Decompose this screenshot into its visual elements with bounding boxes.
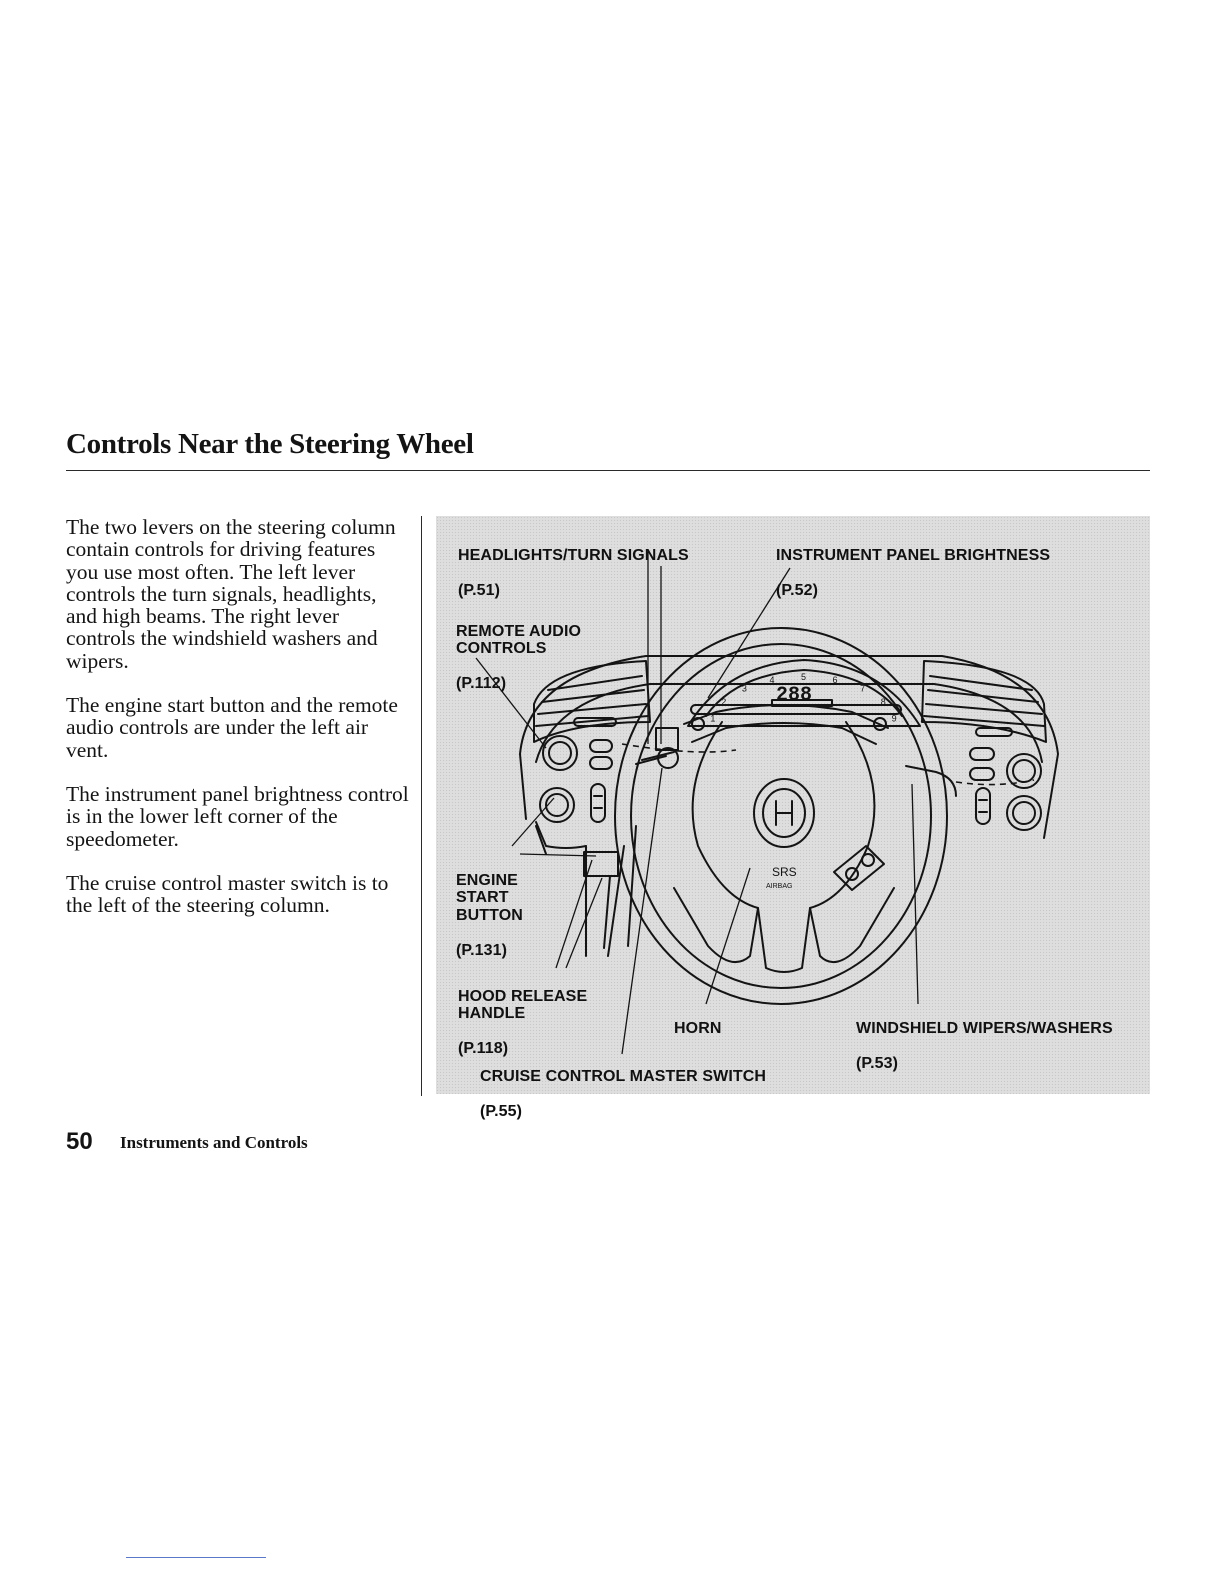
leader-hood-2 xyxy=(565,877,603,969)
tach-number: 1 xyxy=(710,713,715,723)
paragraph-engine-start: The engine start button and the remote a… xyxy=(66,693,398,762)
srs-text: SRS xyxy=(772,865,797,879)
label-horn: HORN xyxy=(674,1002,722,1055)
airbag-text: AIRBAG xyxy=(766,883,792,890)
paragraph-brightness: The instrument panel brightness control … xyxy=(66,781,409,851)
label-audio-ref: (P.112) xyxy=(456,675,507,692)
tach-number: 2 xyxy=(721,697,726,707)
label-audio-name: REMOTE AUDIO CONTROLS xyxy=(456,622,582,658)
lower-dashboard xyxy=(535,821,587,849)
tach-number: 7 xyxy=(860,684,865,694)
leader-horn xyxy=(705,867,751,1005)
cruise-buttons xyxy=(833,845,885,891)
label-wipers-name: WINDSHIELD WIPERS/WASHERS xyxy=(856,1019,1113,1037)
leader-engine-2 xyxy=(519,853,597,857)
leader-hood xyxy=(555,859,593,969)
section-name: Instruments and Controls xyxy=(120,1133,308,1152)
page-title: Controls Near the Steering Wheel xyxy=(66,428,474,460)
label-horn-name: HORN xyxy=(674,1019,722,1037)
tachometer-numbers: 12 3 4 5 6 7 89 xyxy=(710,672,896,723)
tach-number: 9 xyxy=(892,713,897,723)
steering-wheel xyxy=(614,627,948,1005)
steering-wheel-illustration: 12 3 4 5 6 7 89 288 SRS AIRBAG xyxy=(475,552,1059,1055)
label-cruise-control-master-switch: CRUISE CONTROL MASTER SWITCH (P.55) xyxy=(480,1050,766,1138)
dashboard-cover-line xyxy=(621,743,1035,786)
label-headlights-turn-signals: HEADLIGHTS/TURN SIGNALS (P.51) xyxy=(458,529,689,617)
label-cruise-name: CRUISE CONTROL MASTER SWITCH xyxy=(480,1067,767,1085)
column-divider xyxy=(421,516,422,1096)
speedometer-digits: 288 xyxy=(776,684,812,707)
callout-leaders xyxy=(475,552,919,1055)
label-engine-start-button: ENGINE START BUTTON (P.131) xyxy=(456,854,523,977)
tach-number: 5 xyxy=(801,672,806,682)
dashboard-inner-line xyxy=(535,683,1043,763)
label-brightness-ref: (P.52) xyxy=(776,581,819,599)
tach-number: 4 xyxy=(770,675,775,685)
tach-number: 6 xyxy=(833,675,838,685)
label-headlights-ref: (P.51) xyxy=(458,581,501,599)
label-hood-release-handle: HOOD RELEASE HANDLE (P.118) xyxy=(458,970,587,1075)
leader-cruise xyxy=(621,767,663,1055)
leader-wipers xyxy=(911,783,919,1005)
title-rule xyxy=(66,470,1150,471)
label-headlights-name: HEADLIGHTS/TURN SIGNALS xyxy=(458,546,689,564)
horn-emblem xyxy=(753,778,815,848)
leader-brightness xyxy=(707,567,791,699)
body-text: The two levers on the steering column co… xyxy=(66,516,411,938)
label-hood-name: HOOD RELEASE HANDLE xyxy=(458,987,588,1023)
paragraph-cruise: The cruise control master switch is to t… xyxy=(66,870,389,918)
label-cruise-ref: (P.55) xyxy=(480,1102,523,1120)
tach-number: 3 xyxy=(742,684,747,694)
right-air-vent xyxy=(921,660,1047,743)
left-audio-knobs xyxy=(539,735,613,823)
label-engine-ref: (P.131) xyxy=(456,941,508,959)
label-instrument-panel-brightness: INSTRUMENT PANEL BRIGHTNESS (P.52) xyxy=(776,529,1050,617)
tach-number: 8 xyxy=(881,697,886,707)
paragraph-levers: The two levers on the steering column co… xyxy=(66,515,396,673)
label-brightness-name: INSTRUMENT PANEL BRIGHTNESS xyxy=(776,546,1051,564)
label-hood-ref: (P.118) xyxy=(458,1040,509,1057)
right-audio-knobs xyxy=(969,747,1042,831)
bottom-rule xyxy=(126,1557,266,1558)
label-wipers-ref: (P.53) xyxy=(856,1054,899,1072)
levers-and-column xyxy=(535,727,957,957)
label-remote-audio-controls: REMOTE AUDIO CONTROLS (P.112) xyxy=(456,605,581,710)
label-windshield-wipers-washers: WINDSHIELD WIPERS/WASHERS (P.53) xyxy=(856,1002,1113,1090)
leader-engine xyxy=(511,797,555,847)
label-engine-name: ENGINE START BUTTON xyxy=(456,871,523,924)
leader-audio xyxy=(475,657,547,749)
page-number: 50 xyxy=(66,1128,93,1155)
